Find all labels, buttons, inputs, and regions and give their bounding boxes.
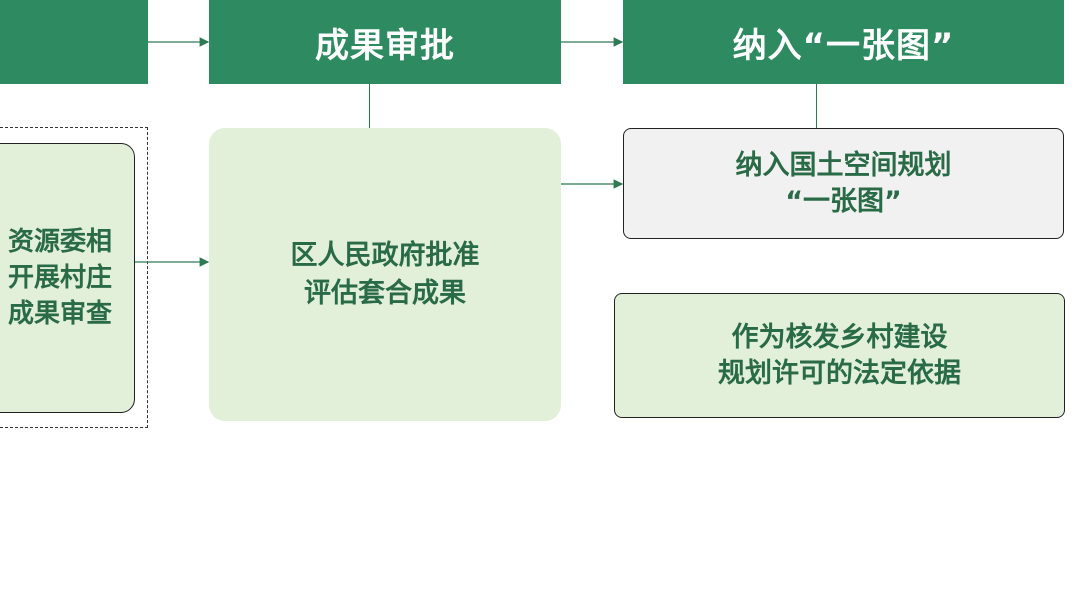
one-map-box-line-1: 纳入国土空间规划 <box>735 149 952 181</box>
legal-basis-box-line-1: 作为核发乡村建设 <box>731 321 948 353</box>
review-box-line-3: 成果审查 <box>7 299 112 329</box>
dashed-group-outline <box>0 127 148 428</box>
stage-header-one-map: 纳入“一张图” <box>623 0 1064 84</box>
one-map-box-line-2: “一张图” <box>785 185 902 217</box>
legal-basis-box-line-2: 规划许可的法定依据 <box>718 357 961 389</box>
review-box-line-1: 资源委相 <box>7 227 112 257</box>
approval-box-line-1: 区人民政府批准 <box>290 239 480 271</box>
stage-header-one-map-label: 纳入“一张图” <box>732 25 955 66</box>
connector-approval-vertical <box>369 84 370 128</box>
stage-header-approval-label: 成果审批 <box>315 25 455 66</box>
stage-header-left <box>0 0 148 84</box>
one-map-box: 纳入国土空间规划 “一张图” <box>623 128 1064 239</box>
connector-one-map-vertical <box>816 84 817 128</box>
approval-box: 区人民政府批准 评估套合成果 <box>209 128 561 421</box>
stage-header-approval: 成果审批 <box>209 0 561 84</box>
review-box-line-2: 开展村庄 <box>7 263 112 293</box>
legal-basis-box: 作为核发乡村建设 规划许可的法定依据 <box>614 293 1065 418</box>
review-box: 资源委相 开展村庄 成果审查 <box>0 143 135 413</box>
approval-box-line-2: 评估套合成果 <box>304 277 466 309</box>
